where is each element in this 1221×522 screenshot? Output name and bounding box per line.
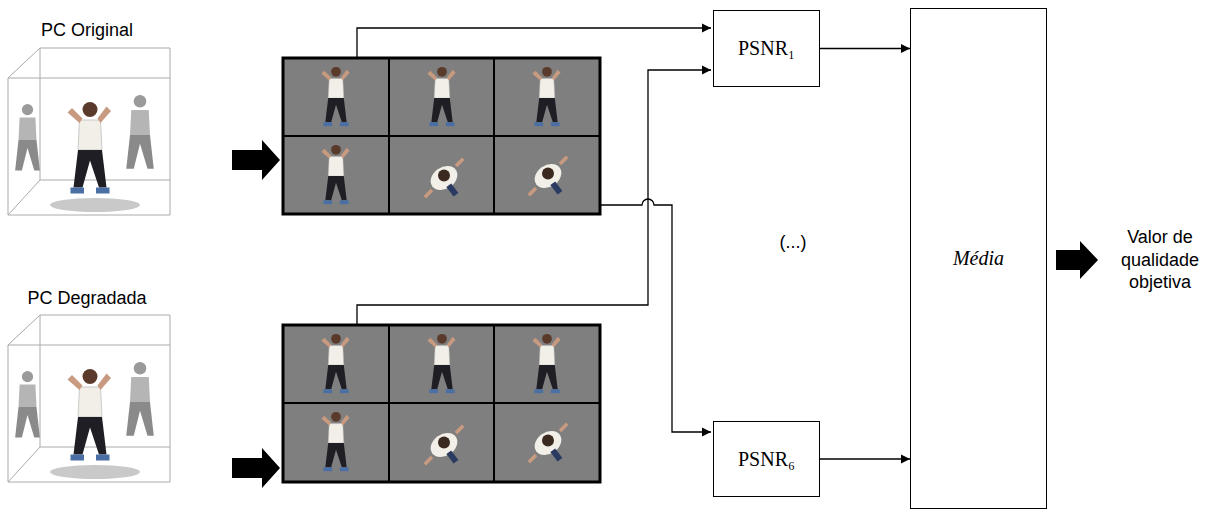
psnr-box: PSNR₁ <box>713 10 820 87</box>
box-text: PSNR₁ <box>738 37 795 60</box>
connector-arrow <box>820 458 910 459</box>
mean-box: Média <box>910 8 1047 509</box>
psnr-box: PSNR₆ <box>713 421 820 497</box>
box-text: Média <box>953 247 1004 270</box>
input-label: PC Original <box>2 19 172 42</box>
ellipsis: (...) <box>753 231 833 254</box>
output-label: Valor de qualidade objetiva <box>1104 226 1216 294</box>
box-text: PSNR₆ <box>738 448 795 471</box>
input-label: PC Degradada <box>2 287 172 310</box>
connector-arrow <box>820 48 910 49</box>
